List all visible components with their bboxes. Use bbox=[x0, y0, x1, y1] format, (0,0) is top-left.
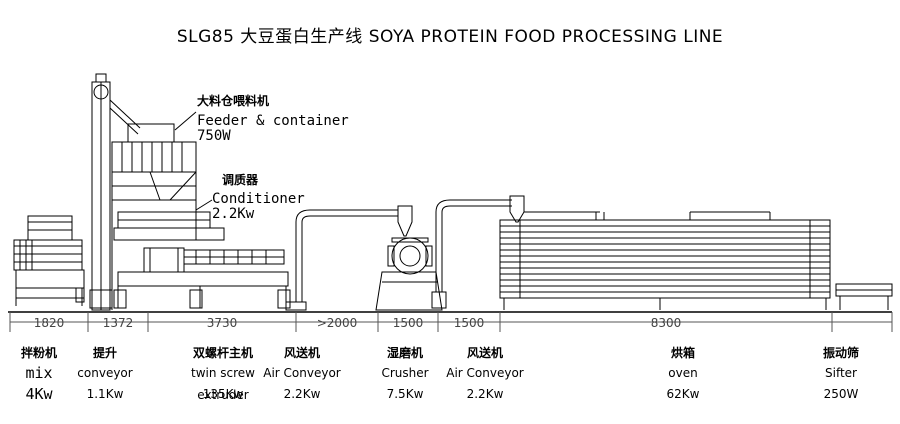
conditioner-leader bbox=[195, 199, 213, 211]
dimension-value: 3730 bbox=[206, 316, 238, 330]
machine-label-mix: 拌粉机 mix 4Kw bbox=[0, 344, 94, 404]
machine-label-extruder: 双螺杆主机 twin screw extruder 135Kw bbox=[168, 344, 278, 404]
machine-name-zh: 风送机 bbox=[283, 346, 320, 360]
dimension-value: 8300 bbox=[650, 316, 682, 330]
machine-label-sifter: 振动筛 Sifter 250W bbox=[786, 344, 896, 404]
machine-name-en: Crusher bbox=[381, 366, 429, 380]
machine-name-zh: 拌粉机 bbox=[20, 346, 57, 360]
machine-name-zh: 双螺杆主机 bbox=[192, 346, 253, 360]
dimension-value: 1372 bbox=[102, 316, 134, 330]
machine-power: 7.5Kw bbox=[386, 387, 424, 401]
dimension-value: 1820 bbox=[33, 316, 65, 330]
machine-power: 1.1Kw bbox=[86, 387, 124, 401]
feeder-label-zh: 大料仓喂料机 bbox=[197, 94, 270, 108]
dimension-value: >2000 bbox=[316, 316, 358, 330]
machine-name-zh: 烘箱 bbox=[670, 346, 695, 360]
feeder-leader bbox=[174, 111, 197, 131]
machine-power: 250W bbox=[823, 387, 859, 401]
conditioner-label-power: 2.2Kw bbox=[212, 206, 255, 222]
dimension-line bbox=[9, 312, 893, 332]
machine-label-crusher: 湿磨机 Crusher 7.5Kw bbox=[350, 344, 460, 404]
machine-name-en: Air Conveyor bbox=[446, 366, 524, 380]
twin-screw-extruder bbox=[113, 211, 291, 309]
machine-power: 135Kw bbox=[202, 387, 244, 401]
crusher-machine bbox=[375, 237, 443, 311]
machine-name-zh: 振动筛 bbox=[822, 346, 859, 360]
oven-machine bbox=[499, 211, 831, 310]
dimension-value: 1500 bbox=[453, 316, 485, 330]
feeder-container bbox=[111, 123, 197, 310]
machine-name-en: twin screw extruder bbox=[191, 366, 255, 402]
machine-name-zh: 风送机 bbox=[466, 346, 503, 360]
feeder-label-power: 750W bbox=[197, 128, 231, 144]
machine-name-en: conveyor bbox=[77, 366, 133, 380]
mixer-machine bbox=[13, 215, 85, 306]
machine-name-zh: 湿磨机 bbox=[386, 346, 423, 360]
machine-name-zh: 提升 bbox=[92, 346, 117, 360]
machine-name-en: oven bbox=[668, 366, 698, 380]
air-conveyor-2 bbox=[431, 195, 525, 309]
diagram-title: SLG85 大豆蛋白生产线 SOYA PROTEIN FOOD PROCESSI… bbox=[176, 27, 724, 47]
machine-power: 62Kw bbox=[666, 387, 700, 401]
machine-label-air-conveyor-1: 风送机 Air Conveyor 2.2Kw bbox=[247, 344, 357, 404]
machine-name-en: mix bbox=[25, 364, 53, 382]
conditioner-label-en: Conditioner bbox=[212, 191, 305, 207]
sifter-machine bbox=[835, 283, 893, 310]
air-conveyor-1 bbox=[285, 205, 413, 311]
machine-name-en: Air Conveyor bbox=[263, 366, 341, 380]
conveyor-elevator bbox=[89, 73, 141, 311]
machine-label-air-conveyor-2: 风送机 Air Conveyor 2.2Kw bbox=[430, 344, 540, 404]
machine-power: 2.2Kw bbox=[283, 387, 321, 401]
machine-power: 2.2Kw bbox=[466, 387, 504, 401]
machine-power: 4Kw bbox=[25, 385, 53, 403]
dimension-value: 1500 bbox=[392, 316, 424, 330]
machine-label-oven: 烘箱 oven 62Kw bbox=[628, 344, 738, 404]
machine-name-en: Sifter bbox=[825, 366, 857, 380]
conditioner-label-zh: 调质器 bbox=[222, 173, 259, 187]
feeder-label-en: Feeder & container bbox=[197, 113, 349, 129]
machine-label-conveyor: 提升 conveyor 1.1Kw bbox=[50, 344, 160, 404]
